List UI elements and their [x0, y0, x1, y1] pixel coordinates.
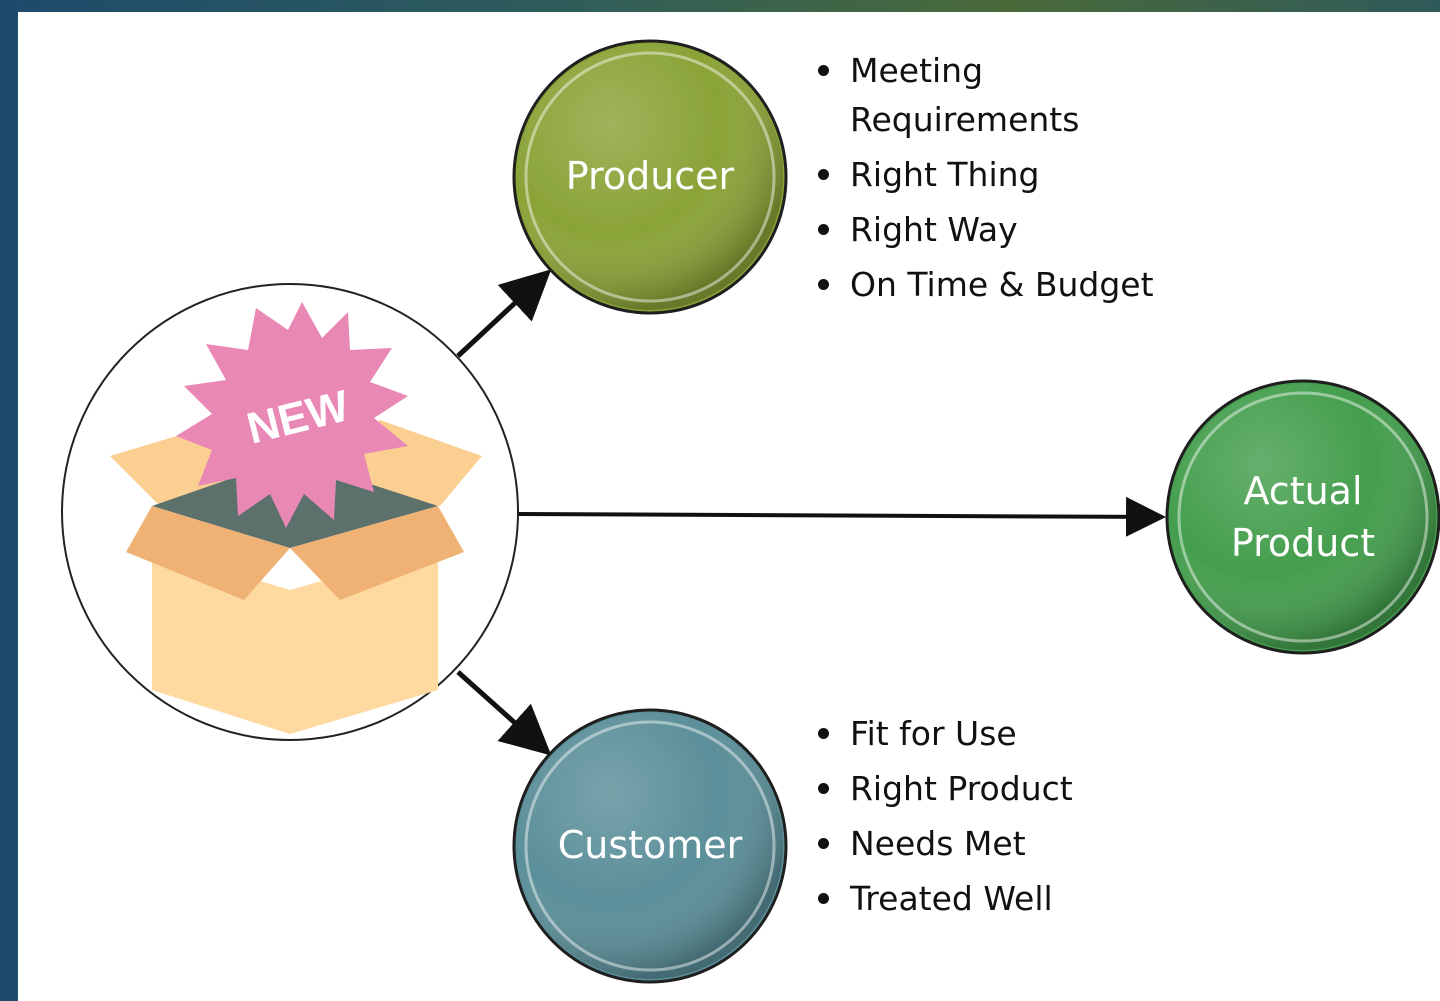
actual-product-label: Actual Product — [1230, 469, 1376, 565]
customer-point: Treated Well — [816, 874, 1176, 923]
new-product-node: NEW — [61, 283, 519, 741]
customer-point: Needs Met — [816, 819, 1176, 868]
customer-label: Customer — [557, 823, 743, 867]
arrow-to-producer — [456, 269, 552, 358]
producer-node — [512, 39, 788, 315]
producer-point: On Time & Budget — [816, 260, 1154, 309]
actual-product-node — [1165, 379, 1440, 655]
customer-point: Right Product — [816, 764, 1176, 813]
customer-point: Fit for Use — [816, 709, 1176, 758]
customer-points-list: Fit for Use Right Product Needs Met Trea… — [816, 709, 1176, 929]
arrow-to-actual-product — [517, 496, 1166, 537]
producer-point: Right Way — [816, 205, 1116, 254]
producer-point: Right Thing — [816, 150, 1116, 199]
producer-label: Producer — [565, 154, 735, 198]
customer-node — [512, 708, 788, 984]
producer-point: Meeting Requirements — [816, 46, 1116, 144]
new-badge-icon: NEW — [176, 302, 408, 528]
arrow-to-customer — [456, 670, 552, 756]
producer-points-list: Meeting Requirements Right Thing Right W… — [816, 46, 1154, 315]
